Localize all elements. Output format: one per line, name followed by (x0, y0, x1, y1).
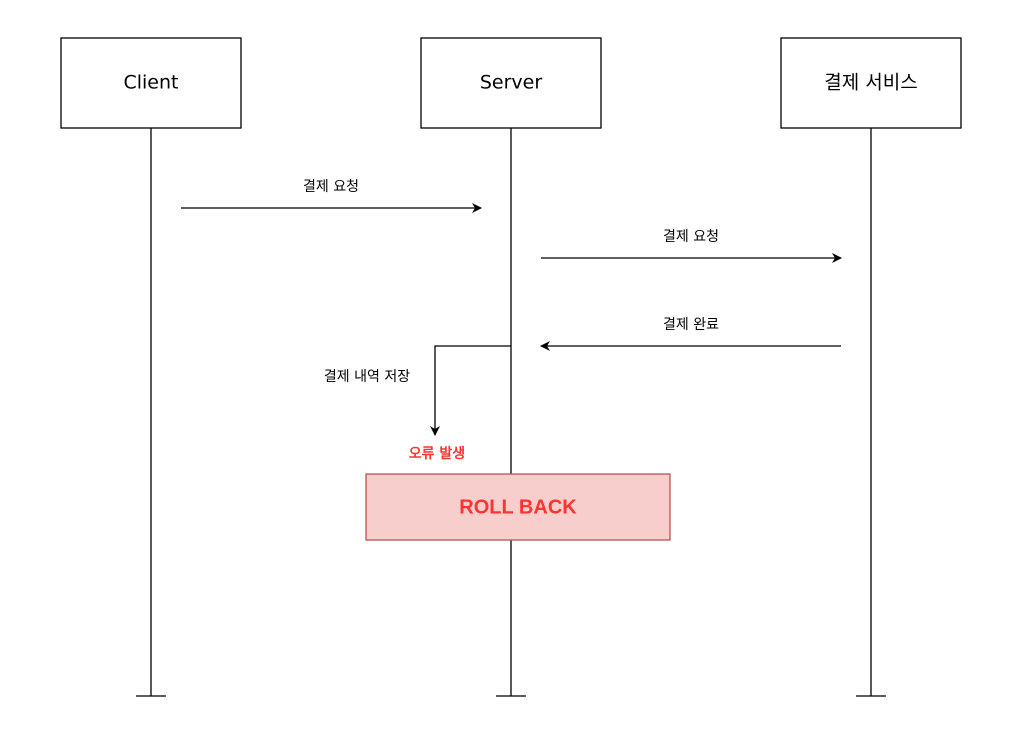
message-label: 결제 완료 (663, 317, 719, 333)
message-label: 결제 요청 (303, 179, 359, 195)
participant-server[interactable]: Server (420, 37, 602, 129)
participant-payment-service[interactable]: 결제 서비스 (780, 37, 962, 129)
rollback-box[interactable]: ROLL BACK (365, 473, 671, 541)
participant-label: Client (123, 72, 178, 94)
message-label: 결제 내역 저장 (324, 369, 410, 385)
participant-label: 결제 서비스 (824, 72, 917, 94)
message-arrow-save-history[interactable] (430, 345, 511, 436)
participant-label: Server (480, 72, 542, 94)
error-label: 오류 발생 (409, 445, 465, 462)
participant-client[interactable]: Client (60, 37, 242, 129)
message-label: 결제 요청 (663, 229, 719, 245)
rollback-label: ROLL BACK (459, 496, 577, 518)
